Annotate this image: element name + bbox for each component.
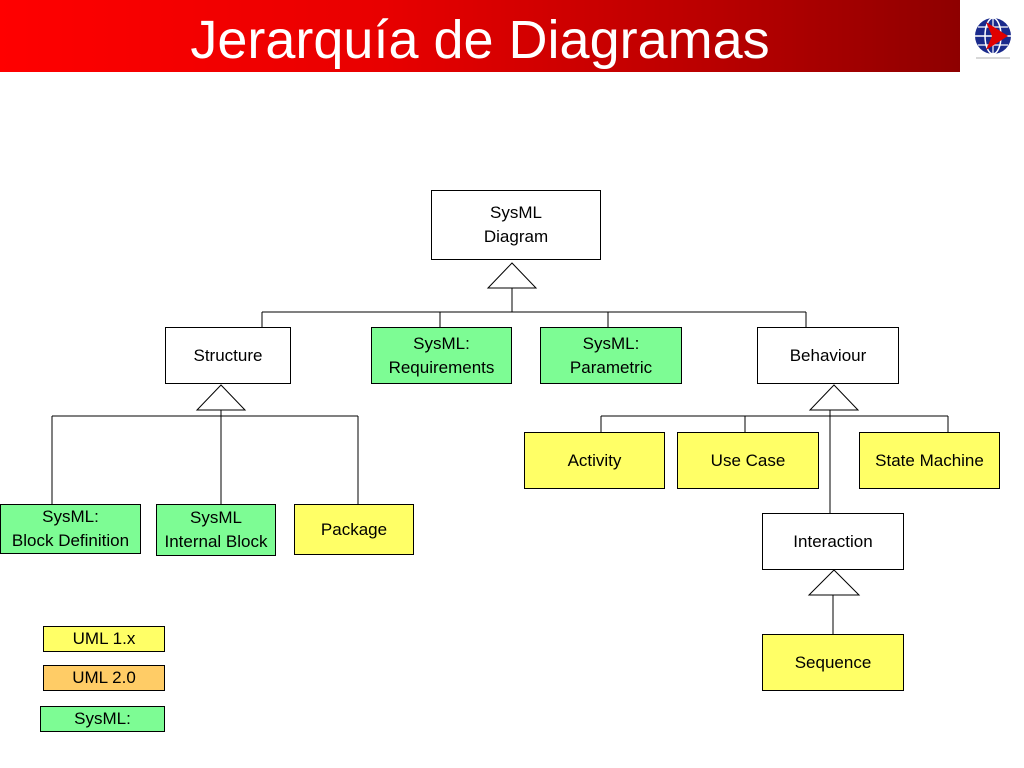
node-requirements: SysML: Requirements (371, 327, 512, 384)
node-interaction: Interaction (762, 513, 904, 570)
page-title: Jerarquía de Diagramas (190, 10, 770, 70)
node-sequence: Sequence (762, 634, 904, 691)
title-banner (0, 0, 960, 72)
node-activity: Activity (524, 432, 665, 489)
node-use-case: Use Case (677, 432, 819, 489)
node-block-definition: SysML: Block Definition (0, 504, 141, 554)
node-sysml-diagram: SysML Diagram (431, 190, 601, 260)
node-state-machine: State Machine (859, 432, 1000, 489)
legend-sysml: SysML: (40, 706, 165, 732)
legend-uml1x: UML 1.x (43, 626, 165, 652)
node-parametric: SysML: Parametric (540, 327, 682, 384)
globe-logo-icon (975, 17, 1011, 59)
node-package: Package (294, 504, 414, 555)
legend-uml20: UML 2.0 (43, 665, 165, 691)
node-behaviour: Behaviour (757, 327, 899, 384)
node-internal-block: SysML Internal Block (156, 504, 276, 556)
node-structure: Structure (165, 327, 291, 384)
